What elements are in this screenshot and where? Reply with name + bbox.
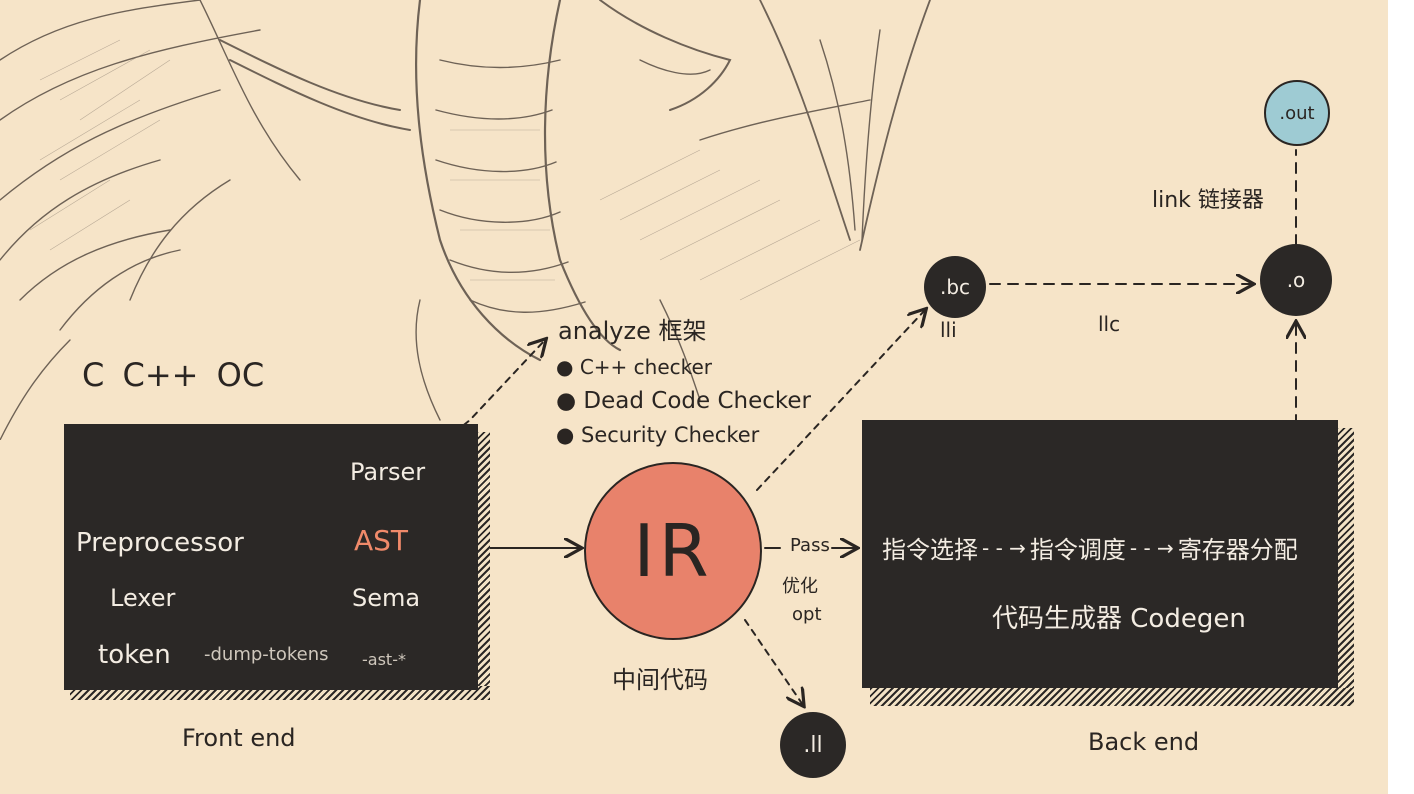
instruction-selection-step: 指令选择 (882, 536, 978, 564)
instruction-scheduling-step: 指令调度 (1029, 536, 1126, 564)
analyze-item-label: Security Checker (581, 423, 760, 447)
analyze-item: ● Security Checker (556, 423, 760, 447)
lexer-label: Lexer (110, 584, 176, 612)
bc-label: .bc (939, 275, 971, 299)
sema-label: Sema (352, 584, 421, 612)
dashed-arrow-2: - - → (1129, 535, 1174, 560)
o-label: .o (1286, 268, 1306, 292)
out-node: .out (1264, 80, 1330, 146)
ir-to-bc-arrow (756, 310, 925, 491)
analyze-title: analyze 框架 (558, 317, 707, 345)
backend-caption: Back end (1088, 728, 1200, 756)
dashed-arrow-1: - - → (982, 535, 1026, 560)
opt-label: opt (792, 604, 822, 625)
dump-tokens-flag: -dump-tokens (204, 644, 329, 665)
o-node: .o (1260, 244, 1332, 316)
backend-box-shadow-right (1336, 428, 1354, 706)
frontend-caption: Front end (182, 724, 296, 752)
token-label: token (98, 640, 171, 670)
preprocessor-label: Preprocessor (76, 528, 244, 558)
dragon-illustration (0, 0, 931, 440)
source-languages: C C++ OC (82, 356, 265, 394)
analyze-item: ● Dead Code Checker (556, 388, 811, 414)
lli-label: lli (940, 318, 957, 342)
ir-node: IR (584, 462, 762, 640)
ir-label: IR (633, 509, 713, 593)
ll-label: .ll (803, 732, 823, 758)
out-label: .out (1279, 102, 1315, 124)
ll-node: .ll (780, 712, 846, 778)
codegen-label: 代码生成器 Codegen (992, 604, 1246, 634)
register-allocation-step: 寄存器分配 (1177, 536, 1298, 564)
llc-label: llc (1098, 312, 1121, 336)
pass-label: Pass (790, 535, 830, 556)
frontend-box (64, 424, 478, 690)
analyze-list: ● C++ checker ● Dead Code Checker ● Secu… (556, 350, 811, 452)
analyze-item-label: C++ checker (579, 355, 713, 379)
backend-box (862, 420, 1338, 688)
ast-flag: -ast-* (362, 650, 406, 669)
parser-label: Parser (350, 458, 426, 486)
backend-pipeline: 指令选择 - - → 指令调度 - - → 寄存器分配 (882, 530, 1298, 565)
ir-to-ll-arrow (744, 619, 803, 705)
ast-label: AST (354, 524, 409, 557)
link-label: link 链接器 (1152, 188, 1264, 213)
analyze-item-label: Dead Code Checker (583, 388, 811, 414)
optimize-label: 优化 (782, 576, 818, 597)
frontend-box-shadow-right (476, 432, 490, 694)
ir-caption: 中间代码 (612, 666, 708, 694)
bc-node: .bc (924, 256, 986, 318)
analyze-item: ● C++ checker (556, 355, 713, 379)
backend-box-shadow-bottom (870, 688, 1354, 706)
